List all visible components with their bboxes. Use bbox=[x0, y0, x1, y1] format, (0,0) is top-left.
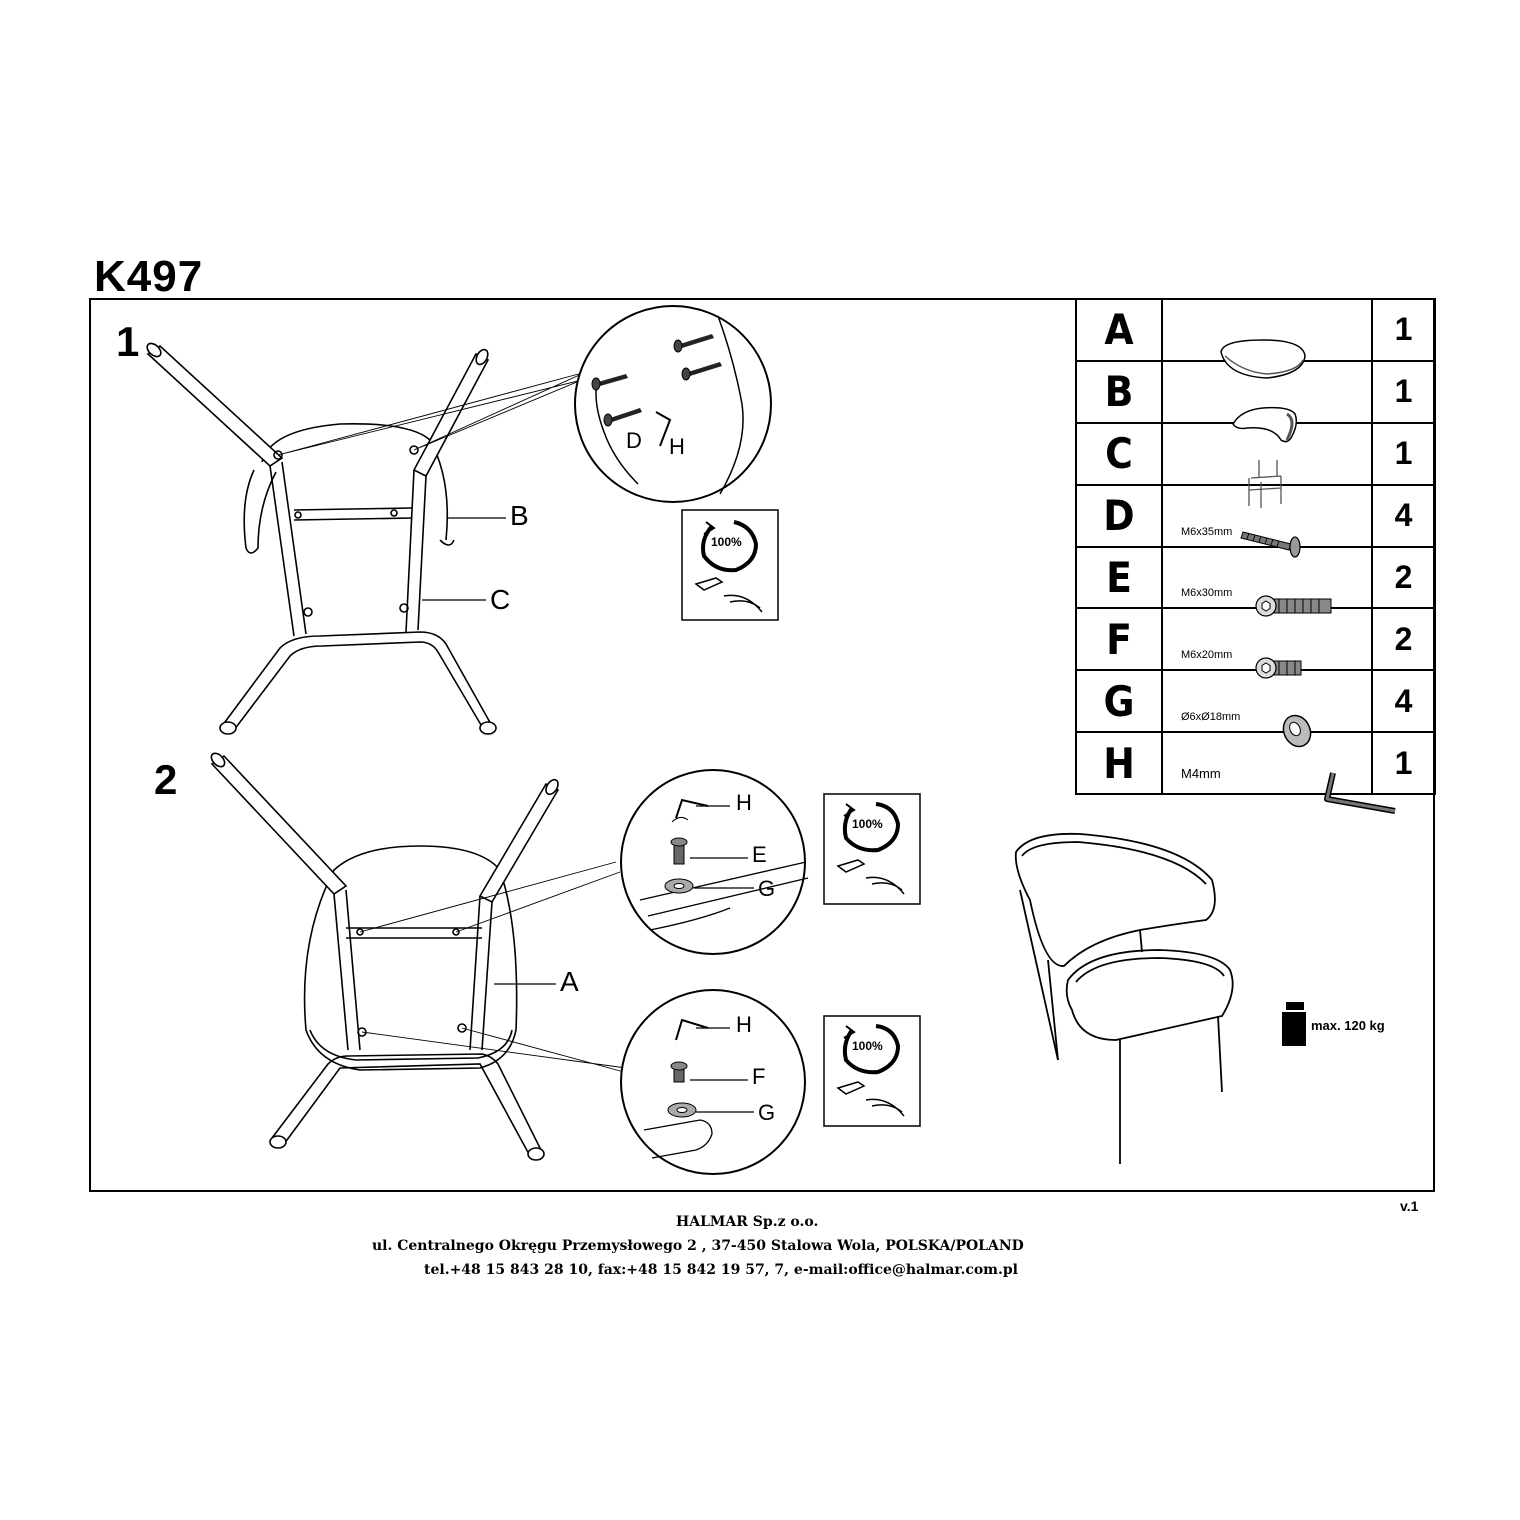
part-qty: 2 bbox=[1371, 607, 1436, 672]
part-letter: F bbox=[1075, 607, 1163, 672]
max-load-label: max. 120 kg bbox=[1311, 1018, 1385, 1033]
part-spec: M6x30mm bbox=[1181, 587, 1233, 600]
part-qty: 2 bbox=[1371, 545, 1436, 610]
step-2-number: 2 bbox=[154, 756, 178, 803]
footer-address: ul. Centralnego Okręgu Przemysłowego 2 ,… bbox=[372, 1238, 1024, 1254]
part-letter: H bbox=[1075, 731, 1163, 795]
washer-icon bbox=[664, 878, 694, 894]
version-label: v.1 bbox=[1400, 1198, 1419, 1214]
allen-key-icon bbox=[671, 798, 709, 823]
footer-company: HALMAR Sp.z o.o. bbox=[676, 1214, 819, 1230]
part-qty: 1 bbox=[1371, 298, 1436, 362]
allen-key-icon bbox=[1324, 772, 1396, 815]
part-spec: M6x20mm bbox=[1181, 649, 1233, 662]
part-qty: 4 bbox=[1371, 483, 1436, 548]
part-qty: 4 bbox=[1371, 669, 1436, 734]
part-letter: G bbox=[1075, 669, 1163, 734]
label-h: H bbox=[736, 1012, 752, 1037]
bolt-icon bbox=[670, 1061, 688, 1083]
label-h: H bbox=[736, 790, 752, 815]
part-spec: M6x35mm bbox=[1181, 525, 1233, 538]
part-row: H M4mm 1 bbox=[1075, 731, 1436, 815]
part-qty: 1 bbox=[1371, 731, 1436, 795]
part-row: E M6x30mm 2 bbox=[1075, 545, 1436, 618]
part-row: B 1 bbox=[1075, 359, 1436, 443]
allen-key-icon bbox=[675, 1018, 709, 1041]
parts-table: A 1 B 1 C 1 D bbox=[1075, 298, 1436, 815]
rotation-badge: 100% bbox=[852, 1039, 883, 1053]
label-g: G bbox=[758, 876, 776, 901]
allen-key-icon bbox=[655, 411, 672, 447]
part-qty: 1 bbox=[1371, 421, 1436, 486]
model-code: K497 bbox=[94, 252, 204, 301]
weight-icon bbox=[1282, 1002, 1306, 1046]
label-a: A bbox=[560, 966, 579, 997]
bolt-icon bbox=[670, 837, 688, 865]
part-row: G Ø6xØ18mm 4 bbox=[1075, 669, 1436, 748]
label-c: C bbox=[490, 584, 511, 615]
label-h: H bbox=[669, 434, 685, 459]
washer-icon bbox=[667, 1102, 697, 1118]
part-letter: E bbox=[1075, 545, 1163, 610]
part-spec: Ø6xØ18mm bbox=[1181, 711, 1241, 724]
label-e: E bbox=[752, 842, 767, 867]
part-letter: B bbox=[1075, 359, 1163, 424]
label-f: F bbox=[752, 1064, 766, 1089]
label-d: D bbox=[626, 428, 642, 453]
part-spec: M4mm bbox=[1181, 766, 1221, 781]
part-letter: D bbox=[1075, 483, 1163, 548]
label-b: B bbox=[510, 500, 529, 531]
footer-contact: tel.+48 15 843 28 10, fax:+48 15 842 19 … bbox=[424, 1262, 1018, 1278]
rotation-badge: 100% bbox=[711, 535, 742, 549]
step-1-number: 1 bbox=[116, 318, 140, 365]
label-g: G bbox=[758, 1100, 776, 1125]
rotation-badge: 100% bbox=[852, 817, 883, 831]
bolt-icon bbox=[591, 334, 722, 427]
part-letter: C bbox=[1075, 421, 1163, 486]
part-qty: 1 bbox=[1371, 359, 1436, 424]
part-letter: A bbox=[1075, 298, 1163, 362]
part-row: C 1 bbox=[1075, 421, 1436, 508]
